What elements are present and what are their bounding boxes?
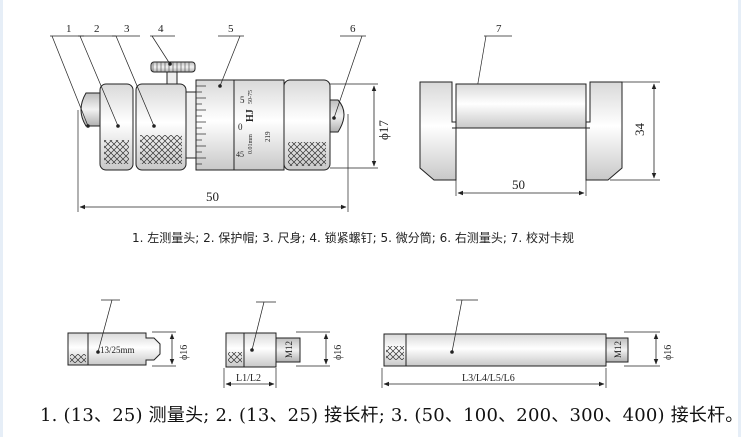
gauge-height-dimension: 34 bbox=[632, 123, 647, 137]
callout-5: 5 bbox=[228, 23, 234, 35]
accessory-head-diameter: ϕ16 bbox=[179, 345, 190, 360]
callout-3: 3 bbox=[124, 23, 130, 35]
callout-7: 7 bbox=[496, 23, 502, 35]
barrel-serial: 219 bbox=[264, 131, 272, 142]
accessory-measuring-head bbox=[67, 299, 176, 367]
barrel-range: 50-75 bbox=[248, 90, 254, 104]
micrometer-length-dimension: 50 bbox=[206, 189, 219, 204]
accessory-extension-rod-short bbox=[223, 301, 330, 388]
right-measuring-head bbox=[329, 99, 345, 133]
accessory-rod2-dot bbox=[450, 350, 454, 354]
barrel-resolution: 0.01mm bbox=[248, 134, 254, 154]
head-diameter-dimension: ϕ17 bbox=[376, 120, 391, 140]
scale-mark-top: 5 bbox=[240, 95, 245, 105]
callout-6: 6 bbox=[350, 23, 356, 35]
parts-legend: 1. 左测量头; 2. 保护帽; 3. 尺身; 4. 锁紧螺钉; 5. 微分筒;… bbox=[132, 231, 574, 245]
gauge-height-group: 34 bbox=[632, 123, 647, 137]
callout-dot-5 bbox=[218, 84, 222, 88]
callout-4: 4 bbox=[158, 23, 164, 35]
rod1-diameter-group: ϕ16 bbox=[333, 345, 344, 360]
barrel-brand: HJ bbox=[245, 109, 256, 122]
callout-dot-3 bbox=[152, 124, 156, 128]
rod2-length: L3/L4/L5/L6 bbox=[462, 373, 515, 384]
accessories-caption: 1. (13、25) 测量头; 2. (13、25) 接长杆; 3. (50、1… bbox=[40, 405, 741, 426]
sleeve-neck bbox=[185, 91, 197, 159]
rod1-thread-group: M12 bbox=[284, 341, 294, 358]
accessory-head-dot bbox=[96, 350, 100, 354]
rod2-thread-group: M12 bbox=[613, 341, 623, 358]
right-page-edge bbox=[738, 0, 741, 437]
callout-2: 2 bbox=[94, 23, 100, 35]
setting-gauge bbox=[419, 81, 660, 196]
head-diameter-group: ϕ17 bbox=[376, 120, 391, 140]
rod2-diameter-group: ϕ16 bbox=[663, 345, 674, 360]
inside-micrometer bbox=[77, 61, 378, 212]
rod1-diameter: ϕ16 bbox=[333, 345, 344, 360]
callout-1: 1 bbox=[66, 23, 72, 35]
callout-dot-4 bbox=[168, 62, 172, 66]
callout-dot-1 bbox=[86, 124, 90, 128]
left-measuring-head bbox=[80, 92, 101, 127]
rod1-length: L1/L2 bbox=[236, 373, 261, 384]
accessory-head-label: 13/25mm bbox=[100, 345, 135, 355]
rod2-diameter: ϕ16 bbox=[663, 345, 674, 360]
lock-screw-stem bbox=[166, 71, 178, 85]
rod2-thread: M12 bbox=[613, 341, 623, 358]
left-page-edge bbox=[0, 0, 3, 437]
rod1-thread: M12 bbox=[284, 341, 294, 358]
barrel-serial-group: 219 bbox=[264, 131, 272, 142]
thimble bbox=[233, 79, 285, 171]
scale-mark-bottom: 45 bbox=[236, 150, 244, 159]
scale-mark-middle: 0 bbox=[238, 122, 243, 132]
barrel-markings: 0.01mm HJ 50-75 bbox=[245, 90, 256, 154]
accessory-rod1-dot bbox=[250, 348, 254, 352]
callout-dot-6 bbox=[332, 116, 336, 120]
graduated-sleeve bbox=[195, 79, 235, 171]
callout-dot-2 bbox=[116, 124, 120, 128]
accessory-extension-rod-long bbox=[381, 299, 660, 388]
accessory-head-diameter-group: ϕ16 bbox=[179, 345, 190, 360]
gauge-length-dimension: 50 bbox=[512, 177, 525, 192]
